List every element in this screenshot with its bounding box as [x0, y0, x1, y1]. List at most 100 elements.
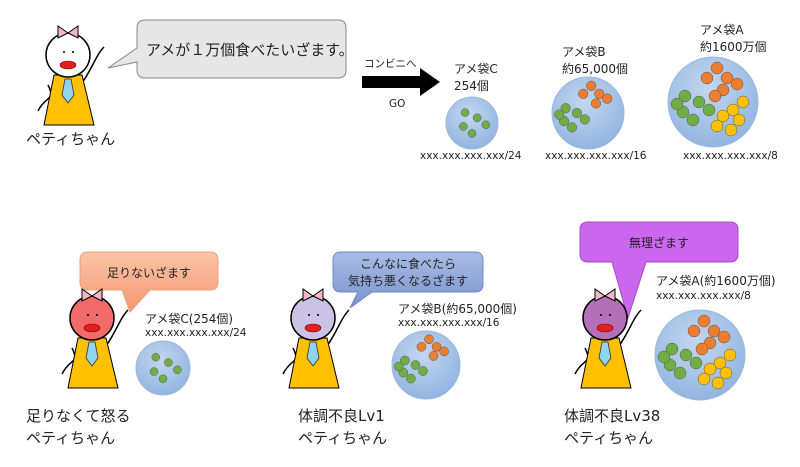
eye [308, 314, 310, 316]
candy-orange [578, 88, 589, 99]
bag-label-angry: アメ袋C(254個) [145, 312, 234, 326]
tie-icon [598, 341, 612, 367]
candy-orange [717, 330, 731, 344]
candy-orange [687, 324, 701, 338]
speech-text-top: アメが１万個食べたいざます。 [146, 41, 354, 59]
candy-orange [708, 89, 722, 103]
character-name-top: ペティちゃん [26, 130, 116, 148]
candy-bag [445, 96, 499, 150]
candy-green [164, 358, 173, 367]
candy-green [400, 355, 410, 366]
eye [87, 314, 89, 316]
head [290, 295, 336, 341]
candy-orange [710, 61, 724, 75]
candy-orange [602, 93, 613, 104]
candy-orange [720, 71, 734, 85]
candy-green [560, 103, 571, 114]
candy-yellow [724, 123, 738, 137]
bag-label-sick-lv1: アメ袋B(約65,000個) [398, 302, 517, 316]
candy-orange [424, 334, 434, 345]
candy-green [571, 107, 582, 119]
candy-green [657, 350, 671, 364]
head [45, 32, 91, 78]
candy-green [679, 348, 693, 362]
candy-green [673, 366, 687, 380]
bag-c-count: 254個 [454, 79, 489, 93]
candy-green [158, 374, 168, 384]
candy-green [459, 122, 468, 131]
candy-green [406, 373, 416, 384]
bag-b-name: アメ袋B [562, 45, 606, 59]
subnet-sick-lv1: xxx.xxx.xxx.xxx/16 [398, 317, 500, 329]
eye [96, 314, 98, 316]
bag-a [667, 56, 759, 148]
right-arm [618, 309, 642, 347]
candy-green [418, 366, 428, 376]
candy-orange [697, 314, 711, 328]
bag-b-count: 約65,000個 [562, 62, 628, 76]
eye [317, 314, 319, 316]
bag-c-name: アメ袋C [454, 62, 498, 76]
candy-green [692, 95, 706, 109]
candy-orange [695, 342, 709, 356]
right-arm [81, 46, 105, 84]
candy-orange [416, 342, 427, 352]
subnet-angry: xxx.xxx.xxx.xxx/24 [145, 327, 247, 339]
right-arm [105, 309, 129, 347]
bag-b-subnet: xxx.xxx.xxx.xxx/16 [545, 150, 647, 162]
candy-orange [431, 342, 442, 352]
candy-green [686, 113, 700, 127]
speech-bubble-sick-lv38 [579, 221, 739, 320]
bow-icon [81, 288, 103, 302]
right-arm [326, 309, 350, 347]
character-bottom-2 [282, 288, 350, 389]
lips [59, 60, 77, 70]
candy-green [394, 361, 404, 372]
lips [83, 323, 101, 333]
candy-green [702, 103, 716, 117]
candy-yellow [703, 362, 717, 376]
candy-yellow [723, 348, 737, 362]
caption-sick-lv38-line1: 体調不良Lv38 [564, 407, 661, 425]
speech-bubble-top [107, 19, 347, 79]
bag-a-subnet: xxx.xxx.xxx.xxx/8 [683, 150, 778, 162]
eye [600, 314, 602, 316]
candy-orange [707, 324, 721, 338]
candy-green [554, 109, 565, 120]
caption-angry-line2: ペティちゃん [26, 429, 116, 447]
lips [596, 323, 614, 333]
tie-icon [306, 341, 320, 367]
bag-label-sick-lv38: アメ袋A(約1600万個) [656, 274, 776, 288]
candy-orange [428, 351, 439, 361]
candy-orange [439, 346, 449, 357]
candy-yellow [697, 372, 711, 386]
eye [72, 51, 74, 53]
tie-icon [61, 78, 75, 104]
caption-sick-lv1-line1: 体調不良Lv1 [298, 407, 385, 425]
character-top [37, 25, 105, 126]
arrow-right-icon [362, 68, 440, 96]
candy-green [410, 360, 421, 370]
eye [609, 314, 611, 316]
bag-c-bottom [135, 340, 191, 396]
candy-green [472, 113, 482, 123]
tie-icon [85, 341, 99, 367]
candy-green [149, 367, 159, 376]
bag-b [551, 76, 625, 150]
candy-yellow [713, 356, 727, 370]
lips [304, 323, 322, 333]
bow-icon [302, 288, 324, 302]
candy-yellow [732, 113, 746, 127]
eye [63, 51, 65, 53]
candy-orange [700, 71, 714, 85]
caption-sick-lv1-line2: ペティちゃん [298, 429, 388, 447]
bag-a-count: 約1600万個 [700, 40, 767, 54]
character-bottom-3 [574, 288, 642, 389]
candy-green [579, 114, 590, 125]
candy-yellow [726, 103, 740, 117]
candy-green [665, 342, 679, 356]
candy-orange [590, 98, 602, 109]
bag-b-bottom [391, 330, 461, 400]
bow-icon [594, 288, 616, 302]
